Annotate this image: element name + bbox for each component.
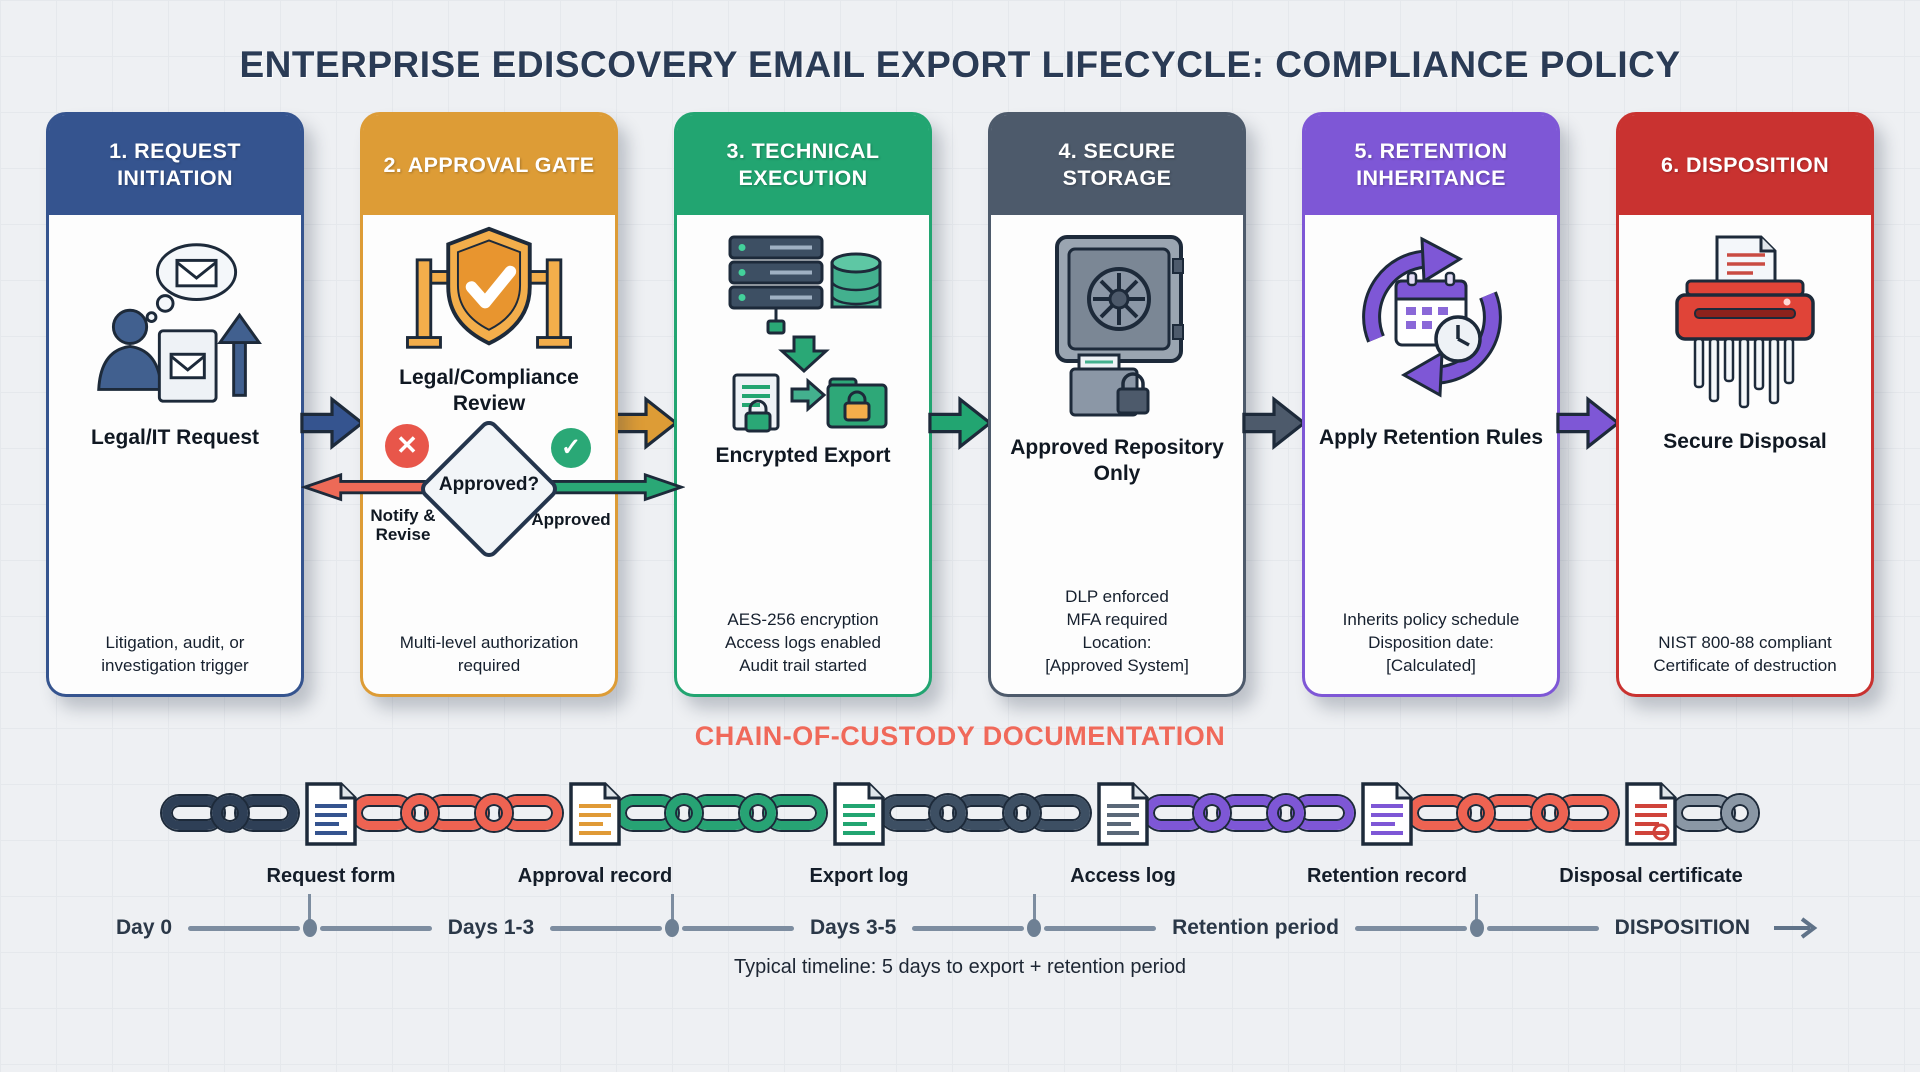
stage-title: Legal/Compliance Review <box>399 366 579 416</box>
stage-card-disposition: 6. DISPOSITION <box>1616 112 1874 697</box>
chain-link-icon <box>1194 795 1230 831</box>
vault-icon <box>991 215 1243 425</box>
chain-link-icon <box>1458 795 1494 831</box>
timeline-connector <box>188 894 432 937</box>
person-request-icon <box>49 215 301 415</box>
chain-document-icon: Approval record <box>518 780 672 887</box>
shredder-icon <box>1619 215 1871 419</box>
approval-shield-icon <box>363 215 615 355</box>
stage-card-retention-inheritance: 5. RETENTION INHERITANCE <box>1302 112 1560 697</box>
stage-details: Litigation, audit, or investigation trig… <box>49 624 301 694</box>
chain-document-label: Retention record <box>1306 864 1468 887</box>
chain-document-label: Export log <box>809 864 909 887</box>
stage-detail-line: DLP enforced <box>1065 587 1169 607</box>
stage-card-technical-execution: 3. TECHNICAL EXECUTION <box>674 112 932 697</box>
stage-arrow-4-5 <box>1242 112 1307 697</box>
stage-card-approval-gate: 2. APPROVAL GATE Legal/Compliance Review… <box>301 112 685 697</box>
chain-link-icon <box>740 795 776 831</box>
stage-detail-line: Access logs enabled <box>725 633 881 653</box>
chain-document-icon: Access log <box>1070 780 1176 887</box>
timeline-end-arrow-icon <box>1774 917 1818 939</box>
stage-header: 1. REQUEST INITIATION <box>49 115 301 215</box>
timeline-label: Days 1-3 <box>447 916 535 939</box>
chain-document-icon: Request form <box>267 780 395 887</box>
stage-title: Approved Repository Only <box>1010 436 1224 486</box>
page-title: ENTERPRISE EDISCOVERY EMAIL EXPORT LIFEC… <box>239 44 1681 85</box>
stage-detail-line: Audit trail started <box>739 656 867 676</box>
stage-arrow-5-6 <box>1556 112 1621 697</box>
retention-cycle-icon <box>1305 215 1557 415</box>
timeline-connector <box>1354 894 1599 937</box>
approval-decision: ✕ ✓ Approved? Notify & Revise Approved <box>301 416 685 590</box>
timeline-label: Day 0 <box>116 916 173 939</box>
stage-arrow-1-2 <box>300 112 365 697</box>
stage-title: Apply Retention Rules <box>1318 426 1544 449</box>
chain-document-icon: Retention record <box>1307 780 1467 887</box>
timeline-connector <box>912 894 1157 937</box>
stage-card-request-initiation: 1. REQUEST INITIATION Legal/IT <box>46 112 304 697</box>
chain-document-icon: Export log <box>810 780 908 887</box>
stage-detail-line: AES-256 encryption <box>727 610 879 630</box>
chain-link-icon <box>402 795 438 831</box>
timeline-label: Days 3-5 <box>809 916 897 939</box>
stage-detail-line: MFA required <box>1066 610 1168 630</box>
stage-detail-line: Multi-level authorization required <box>399 633 579 676</box>
stage-title: Encrypted Export <box>715 444 891 467</box>
timeline-label: DISPOSITION <box>1614 916 1751 939</box>
stage-detail-line: [Calculated] <box>1386 656 1476 676</box>
chain-document-label: Access log <box>1070 864 1176 887</box>
timeline-pin-icon <box>1026 894 1042 937</box>
reject-x-icon: ✕ <box>385 423 429 468</box>
timeline-pin-icon <box>302 894 318 937</box>
chain-document-label: Disposal certificate <box>1559 864 1743 887</box>
chain-link-icon <box>476 795 512 831</box>
stage-title: Legal/IT Request <box>90 426 260 449</box>
timeline: Day 0 Days 1-3 Days 3-5 Retention period DIS… <box>100 894 1820 940</box>
approve-check-icon: ✓ <box>551 427 591 468</box>
stage-detail-line: Certificate of destruction <box>1653 656 1837 676</box>
timeline-caption: Typical timeline: 5 days to export + ret… <box>734 956 1186 978</box>
chain-document-label: Approval record <box>517 864 673 887</box>
stage-header: 3. TECHNICAL EXECUTION <box>677 115 929 215</box>
stage-header: 2. APPROVAL GATE <box>363 115 615 215</box>
timeline-label: Retention period <box>1172 916 1339 939</box>
chain-link-icon <box>1004 795 1040 831</box>
stage-arrow-2-3 <box>614 112 679 697</box>
encrypted-server-icon <box>677 215 929 433</box>
stages-row: 1. REQUEST INITIATION Legal/IT <box>0 112 1920 697</box>
stage-detail-line: Inherits policy schedule <box>1342 610 1520 630</box>
stage-title: Secure Disposal <box>1663 430 1827 453</box>
chain-link-icon <box>1722 795 1758 831</box>
timeline-pin-icon <box>1469 894 1485 937</box>
timeline-pin-icon <box>664 894 680 937</box>
chain-of-custody-chain: Request form Approval record Export log … <box>0 774 1920 887</box>
stage-header: 6. DISPOSITION <box>1619 115 1871 215</box>
chain-link-icon <box>1532 795 1568 831</box>
stage-detail-line: Disposition date: <box>1368 633 1494 653</box>
approve-label: Approved <box>531 509 611 529</box>
stage-detail-line: Litigation, audit, or investigation trig… <box>101 633 249 676</box>
timeline-connector <box>550 894 794 937</box>
stage-detail-line: Location: <box>1082 633 1152 653</box>
stage-details: Multi-level authorization required <box>363 624 615 694</box>
chain-link-icon <box>212 795 248 831</box>
stage-card-secure-storage: 4. SECURE STORAGE <box>988 112 1246 697</box>
stage-detail-line: [Approved System] <box>1045 656 1189 676</box>
stage-header: 4. SECURE STORAGE <box>991 115 1243 215</box>
stage-detail-line: NIST 800-88 compliant <box>1658 633 1832 653</box>
chain-document-label: Request form <box>266 864 396 887</box>
stage-arrow-3-4 <box>928 112 993 697</box>
chain-document-icon: Disposal certificate <box>1559 780 1743 887</box>
chain-link-icon <box>930 795 966 831</box>
chain-link-icon <box>666 795 702 831</box>
decision-question: Approved? <box>438 473 540 495</box>
chain-link-icon <box>1268 795 1304 831</box>
stage-header: 5. RETENTION INHERITANCE <box>1305 115 1557 215</box>
reject-label: Notify & Revise <box>370 505 436 545</box>
chain-of-custody-title: CHAIN-OF-CUSTODY DOCUMENTATION <box>694 721 1226 751</box>
